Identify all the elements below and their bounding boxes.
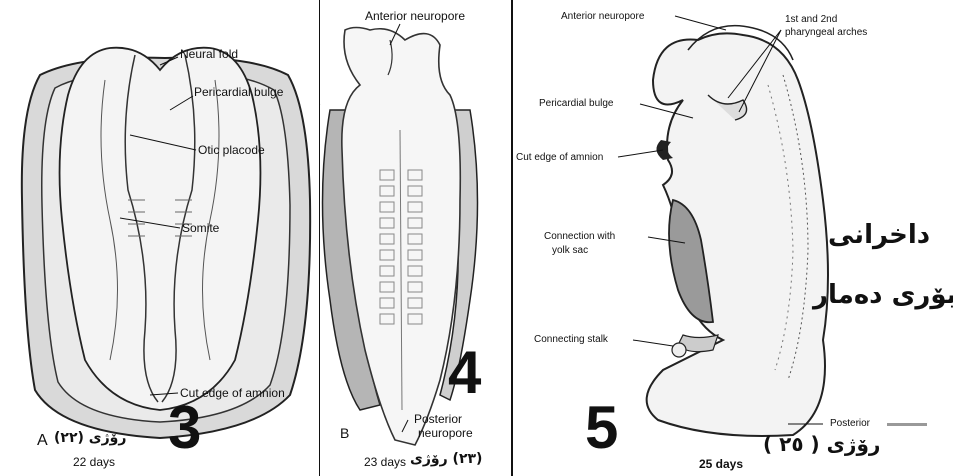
embryo-23-days-drawing — [320, 0, 513, 476]
figure-number-5: 5 — [585, 398, 618, 458]
label-posterior-neuropore-line2: neuropore — [418, 427, 473, 440]
days-label-23: 23 days — [364, 456, 406, 469]
kurdish-day-23: (٢٣) رۆژی — [410, 453, 482, 466]
label-pericardial-bulge-25: Pericardial bulge — [539, 98, 614, 109]
figure-number-4: 4 — [448, 343, 481, 403]
days-label-22: 22 days — [73, 456, 115, 469]
label-otic-placode: Otic placode — [198, 144, 265, 157]
label-anterior-neuropore: Anterior neuropore — [365, 10, 465, 23]
label-connection-yolk-line2: yolk sac — [552, 245, 588, 256]
panel-letter-a: A — [37, 433, 48, 449]
days-label-25: 25 days — [699, 458, 743, 471]
label-cut-edge-amnion-25: Cut edge of amnion — [516, 152, 603, 163]
panel-b-23-days: Anterior neuropore 4 Posterior neuropore… — [320, 0, 513, 476]
label-posterior: Posterior — [830, 418, 870, 429]
figure-number-3: 3 — [168, 398, 201, 458]
label-posterior-neuropore-line1: Posterior — [414, 413, 462, 426]
label-neural-fold: Neural fold — [180, 48, 238, 61]
label-connecting-stalk: Connecting stalk — [534, 334, 608, 345]
panel-a-22-days: Neural fold Pericardial bulge Otic placo… — [0, 0, 320, 476]
label-pharyngeal-arches-line2: pharyngeal arches — [785, 27, 867, 38]
label-somite: Somite — [182, 222, 219, 235]
panel-c-25-days: Anterior neuropore 1st and 2nd pharyngea… — [513, 0, 953, 476]
kurdish-title-line1: داخرانی — [828, 220, 930, 250]
label-pericardial-bulge: Pericardial bulge — [194, 86, 283, 99]
label-pharyngeal-arches-line1: 1st and 2nd — [785, 14, 837, 25]
panel-letter-b: B — [340, 427, 349, 440]
label-anterior-neuropore-25: Anterior neuropore — [561, 11, 644, 22]
embryo-22-days-drawing — [0, 0, 320, 476]
kurdish-day-22: رۆژی (٢٢) — [54, 432, 126, 445]
label-connection-yolk-line1: Connection with — [544, 231, 615, 242]
kurdish-day-25: رۆژی ( ٢٥ ) — [763, 432, 880, 456]
kurdish-title-line2: بۆری دەمار — [813, 280, 953, 310]
